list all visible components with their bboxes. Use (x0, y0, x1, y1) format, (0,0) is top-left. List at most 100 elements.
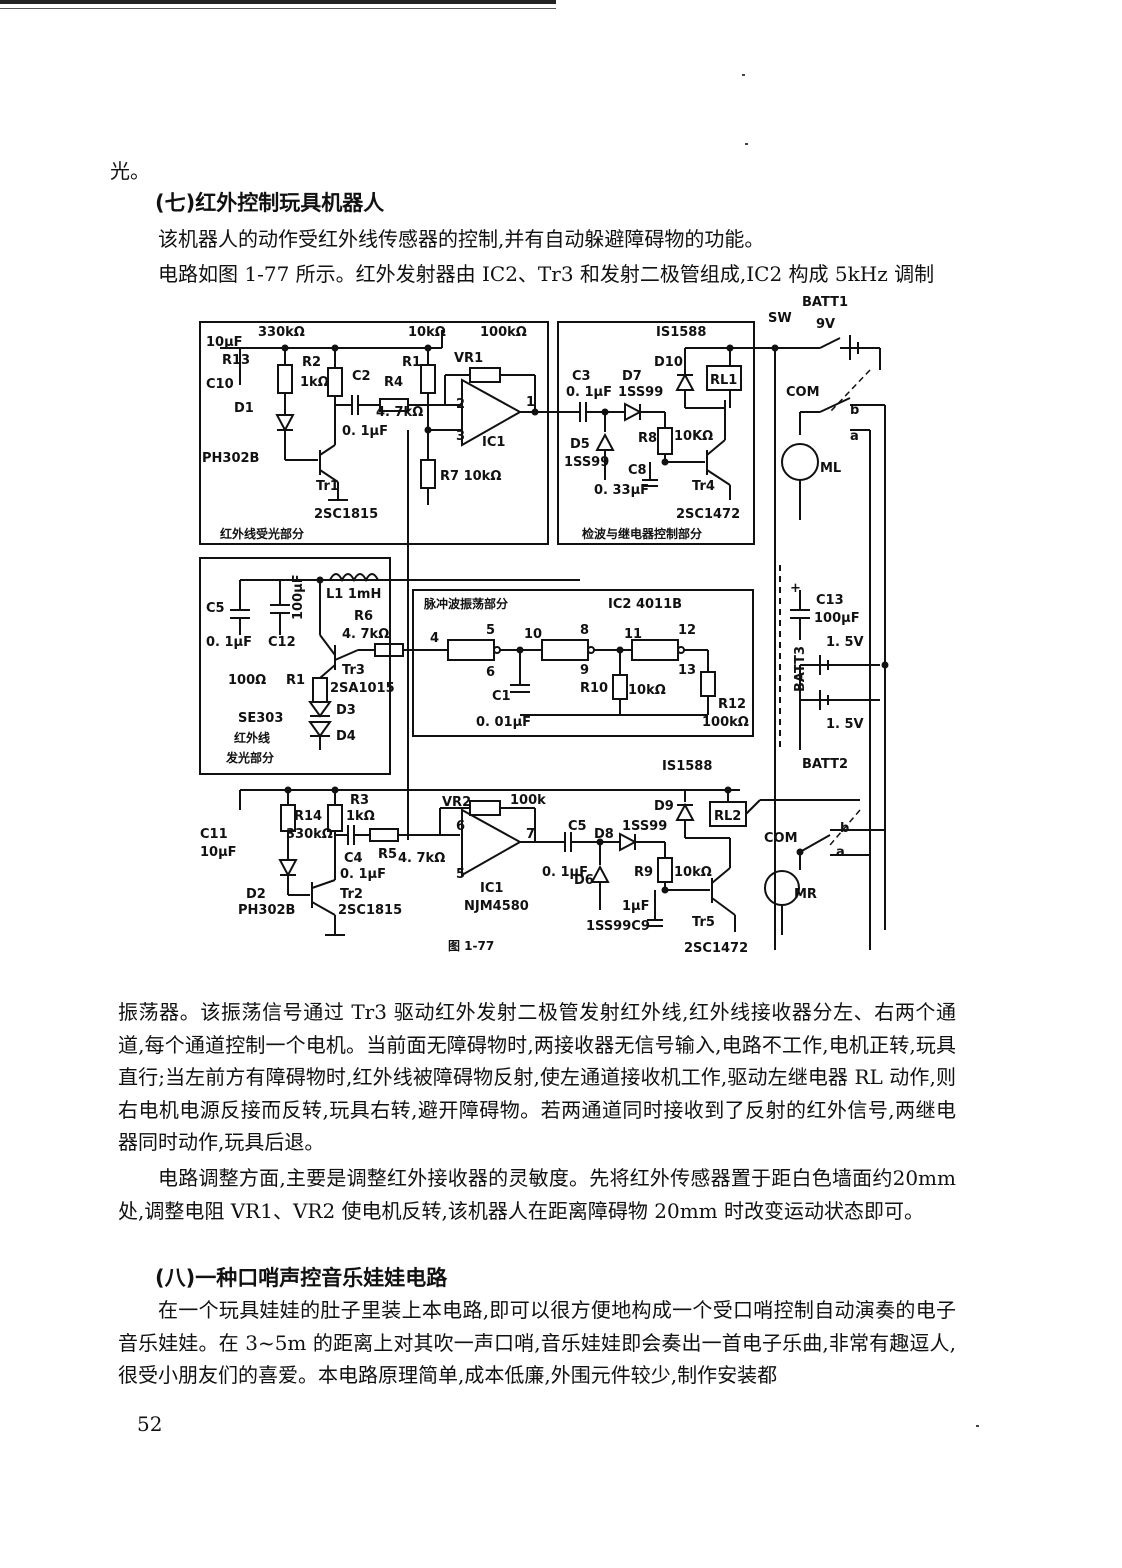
label-tr2: Tr2 (340, 887, 363, 902)
label-d8-type: 1SS99 (622, 819, 667, 834)
label-c2: C2 (352, 369, 371, 384)
label-r10-value: 10kΩ (628, 683, 666, 698)
top-rule (0, 0, 556, 4)
label-b-2: b (840, 821, 849, 836)
label-r5: R5 (378, 847, 397, 862)
label-r1-value: 10kΩ (408, 325, 446, 340)
label-r8: R8 (638, 431, 657, 446)
scan-speck (742, 74, 745, 76)
label-c9-value: 1μF (622, 899, 650, 914)
label-ir-emit-1: 红外线 (234, 730, 270, 745)
label-batt2: BATT2 (802, 757, 848, 772)
label-d2: D2 (246, 887, 266, 902)
label-tr1: Tr1 (316, 479, 339, 494)
paragraph-adjustment: 电路调整方面,主要是调整红外接收器的灵敏度。先将红外传感器置于距白色墙面约20m… (118, 1166, 956, 1223)
gate-3 (631, 639, 679, 661)
label-c1: C1 (492, 689, 511, 704)
label-r3: R3 (350, 793, 369, 808)
label-r14: R14 (294, 809, 322, 824)
label-d3: D3 (336, 703, 356, 718)
label-r14-value: 330kΩ (286, 827, 333, 842)
label-is1588-top: IS1588 (656, 325, 706, 340)
label-plus: + (790, 581, 801, 596)
label-d7-type: 1SS99 (618, 385, 663, 400)
label-ic1-bottom: IC1 (480, 881, 503, 896)
top-rule-thin (0, 8, 556, 9)
label-tr5-type: 2SC1472 (684, 941, 748, 956)
label-c5-bottom-value: 0. 1μF (542, 865, 588, 880)
label-r1-emit: R1 (286, 673, 305, 688)
label-c13-value: 100μF (814, 611, 860, 626)
r13-resistor (277, 364, 293, 394)
gate-1 (447, 639, 495, 661)
circuit-figure: 10μF C10 330kΩ R13 R2 1kΩ D1 PH302B Tr1 … (199, 295, 889, 956)
rl1-relay (706, 365, 742, 391)
label-se303: SE303 (238, 711, 283, 726)
label-ph302b-bottom: PH302B (238, 903, 295, 918)
label-d10: D10 (654, 355, 683, 370)
label-njm4580: NJM4580 (464, 899, 529, 914)
label-pulse-osc: 脉冲波振荡部分 (423, 596, 508, 611)
label-ir-emit-2: 发光部分 (225, 750, 274, 765)
label-r6: R6 (354, 609, 373, 624)
label-ic1-pin7: 7 (526, 827, 535, 842)
r1-resistor (420, 364, 436, 394)
label-vr1: VR1 (454, 351, 483, 366)
label-batt1: BATT1 (802, 295, 848, 310)
label-9v: 9V (816, 317, 835, 332)
label-c4-value: 0. 1μF (340, 867, 386, 882)
r5-resistor (369, 828, 399, 842)
label-c3-value: 0. 1μF (566, 385, 612, 400)
label-pin-4: 4 (430, 631, 439, 646)
section-heading-7: (七)红外控制玩具机器人 (155, 191, 385, 215)
label-ph302b-top: PH302B (202, 451, 259, 466)
label-rl1: RL1 (710, 373, 737, 388)
ir-receive-box (199, 321, 549, 545)
label-r13-value: 330kΩ (258, 325, 305, 340)
label-d9: D9 (654, 799, 674, 814)
label-ic1-pin5: 5 (456, 867, 465, 882)
label-1-5v-a: 1. 5V (826, 635, 864, 650)
d8-diode (619, 832, 638, 852)
ir-emit-box (199, 557, 391, 775)
label-ic2: IC2 4011B (608, 597, 682, 612)
d5-diode (595, 432, 615, 451)
label-ic1-pin3: 3 (456, 429, 465, 444)
ic1-opamp-2 (461, 808, 523, 877)
label-ir-receive: 红外线受光部分 (220, 526, 304, 541)
label-ml: ML (820, 461, 841, 476)
label-c13: C13 (816, 593, 844, 608)
label-c8-value: 0. 33μF (594, 483, 649, 498)
label-batt3: BATT3 (793, 646, 808, 692)
label-d8: D8 (594, 827, 614, 842)
d4-ir-led (308, 721, 332, 738)
r9-resistor (657, 857, 673, 883)
label-l1: L1 1mH (326, 587, 381, 602)
d1-photodiode (275, 414, 295, 433)
label-c11-value: 10μF (200, 845, 237, 860)
label-r12-value: 100kΩ (702, 715, 749, 730)
label-c2-value: 0. 1μF (342, 424, 388, 439)
label-tr3-type: 2SA1015 (330, 681, 395, 696)
label-pin-8: 8 (580, 623, 589, 638)
label-is1588-bottom: IS1588 (662, 759, 712, 774)
r8-resistor (657, 427, 673, 455)
label-com-1: COM (786, 385, 820, 400)
section-heading-8: (八)一种口哨声控音乐娃娃电路 (155, 1266, 448, 1290)
d7-diode (624, 402, 643, 422)
label-ic1-pin6: 6 (456, 819, 465, 834)
pulse-osc-box (412, 589, 754, 737)
label-r2-value: 1kΩ (300, 375, 329, 390)
label-ic1-pin1: 1 (526, 395, 535, 410)
label-detect-relay: 检波与继电器控制部分 (582, 526, 702, 541)
label-com-2: COM (764, 831, 798, 846)
r1-emitter-resistor (312, 677, 328, 703)
scan-speck (745, 143, 748, 145)
label-sw: SW (768, 311, 792, 326)
paragraph-intro: 该机器人的动作受红外线传感器的控制,并有自动躲避障碍物的功能。 (158, 227, 765, 251)
label-pin-10: 10 (524, 627, 542, 642)
label-r9: R9 (634, 865, 653, 880)
label-pin-9: 9 (580, 663, 589, 678)
paragraph-circuit-line1: 电路如图 1-77 所示。红外发射器由 IC2、Tr3 和发射二极管组成,IC2… (158, 262, 935, 286)
label-r1: R1 (402, 355, 421, 370)
